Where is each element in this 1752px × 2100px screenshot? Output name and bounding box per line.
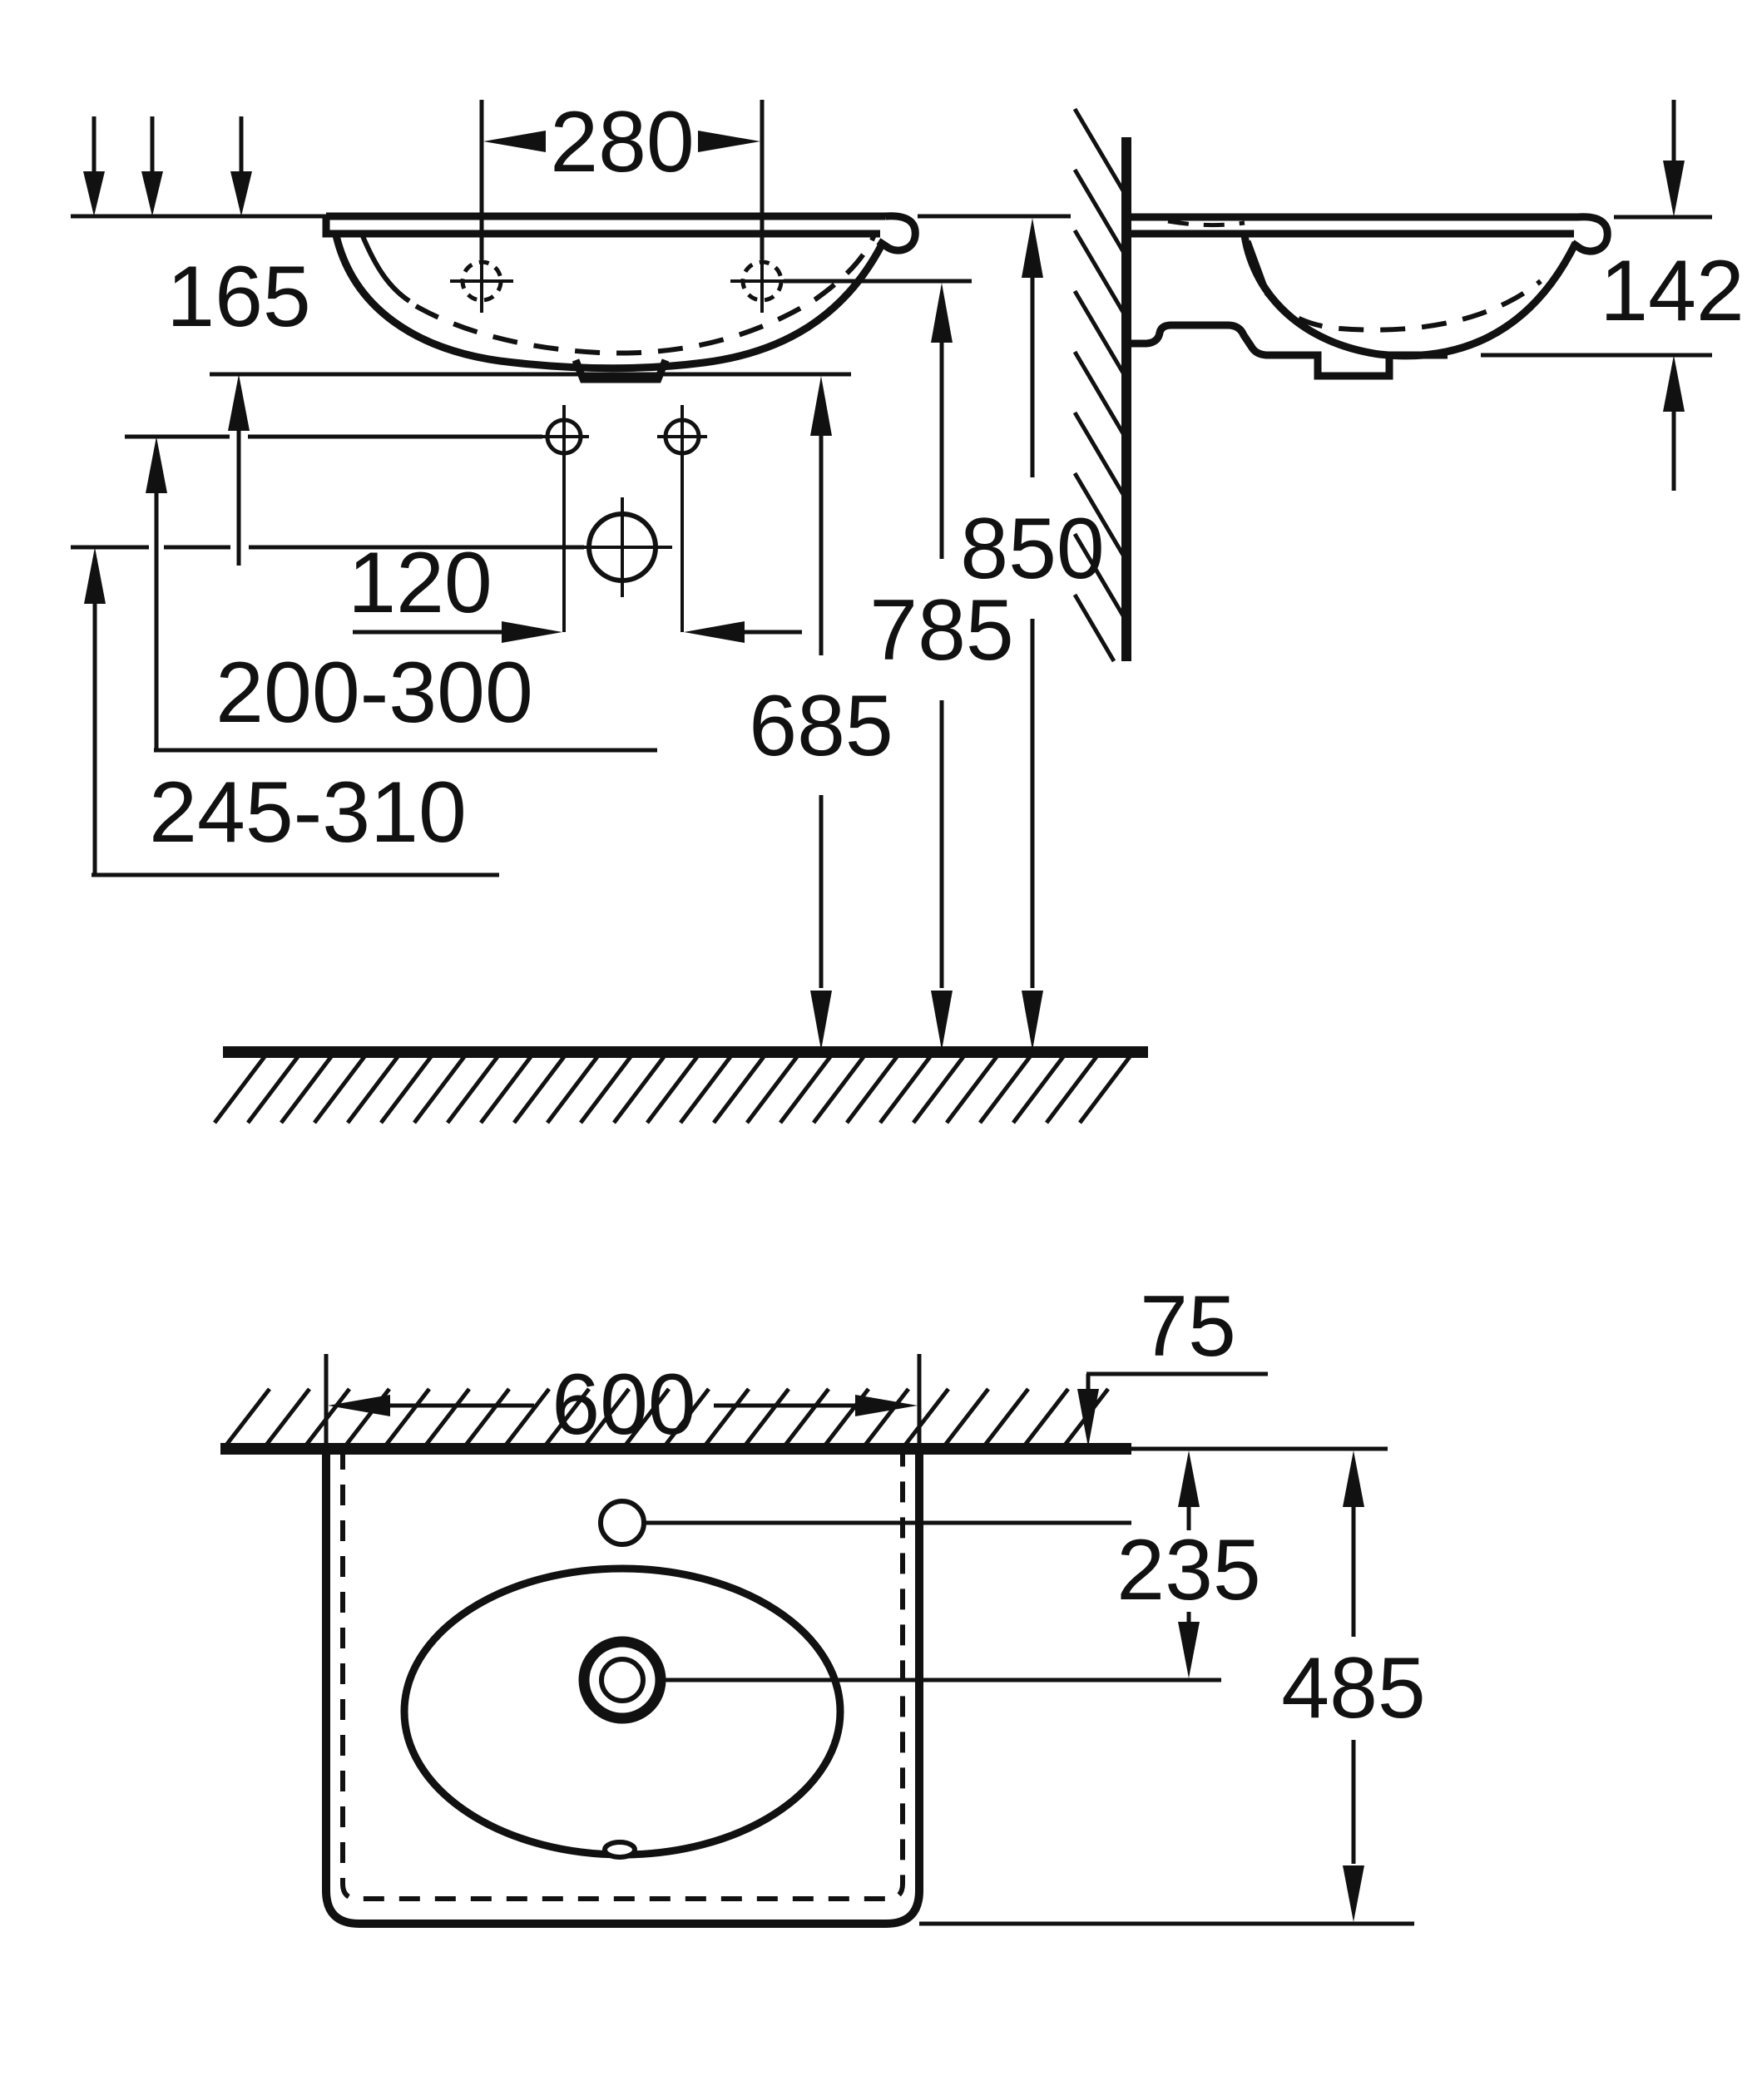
dim-label-280: 280 [550, 94, 695, 190]
arrow-tail-and-elbow [92, 604, 499, 877]
dim-label-120: 120 [348, 535, 492, 631]
arrowhead-up [1022, 218, 1043, 278]
extension-lines [324, 1354, 922, 1447]
dim-height-rim-850: 850 [960, 218, 1105, 1050]
dim-label-485: 485 [1281, 1640, 1426, 1737]
arrow-stems [92, 116, 244, 173]
arrowhead-left [483, 131, 546, 152]
arrowhead-up [1343, 1450, 1364, 1507]
dim-label-850: 850 [960, 501, 1105, 597]
arrowhead-up [228, 374, 250, 431]
basin-outline-plan [322, 1449, 923, 1928]
dim-label-142: 142 [1600, 243, 1745, 339]
dim-label-165: 165 [166, 249, 311, 345]
side-view: 142 [1072, 100, 1745, 663]
dim-label-600: 600 [552, 1356, 696, 1453]
rim-mounting-arrows [83, 116, 252, 216]
basin-rim-front [322, 212, 919, 254]
bowl-hidden-edge-side [1264, 279, 1542, 333]
arrowhead-up [931, 283, 953, 343]
dim-label-785: 785 [869, 582, 1014, 679]
arrowhead-up [84, 547, 106, 604]
fixing-hole-crosshair [539, 405, 589, 632]
tap-hole-plan [598, 1499, 646, 1547]
arrowhead-right [698, 131, 760, 152]
plan-view: 600 75 235 [220, 1278, 1426, 1928]
overflow-slot-plan [602, 1840, 637, 1860]
dim-basin-depth-142: 142 [1481, 100, 1745, 491]
bowl-hidden-edge-front [414, 231, 878, 356]
dim-wall-to-drain-235: 235 [1116, 1450, 1261, 1678]
fixing-hole-right [657, 405, 707, 632]
extension-lines [479, 100, 765, 259]
basin-bowl-outline-front [332, 234, 885, 373]
drain-stub-front [572, 358, 670, 383]
dim-label-685: 685 [749, 678, 893, 774]
dim-label-200-300: 200-300 [215, 645, 533, 741]
leader-elbow [1086, 1371, 1268, 1389]
arrowhead-down [810, 991, 832, 1050]
arrowhead-left [328, 1395, 390, 1416]
arrowhead-down [1663, 161, 1685, 217]
dim-fixing-hole-spacing: 120 [348, 535, 802, 643]
fixing-hole-crosshair [657, 405, 707, 632]
dim-label-235: 235 [1116, 1522, 1261, 1618]
rim-rear-hidden-edge [1167, 219, 1245, 228]
tap-hole-crosshair [450, 250, 513, 313]
arrowhead-down [931, 991, 953, 1050]
dim-wall-offset-75: 75 [1077, 1278, 1268, 1447]
dim-label-75: 75 [1140, 1278, 1236, 1375]
bowl-outline-plan [400, 1564, 844, 1859]
drain-outer-ring [578, 1636, 666, 1724]
tap-hole-left [450, 250, 513, 313]
arrowhead-down [1343, 1865, 1364, 1922]
arrowhead-down [230, 171, 252, 216]
drain-trap-circle [572, 497, 672, 597]
arrowhead-down [141, 171, 163, 216]
arrowhead-down [83, 171, 105, 216]
arrowhead-right [855, 1395, 918, 1416]
drain-plan [578, 1636, 666, 1724]
extension-lines [1481, 215, 1712, 358]
trap-crosshair [572, 497, 672, 597]
dim-tap-hole-spacing: 280 [479, 94, 765, 259]
basin-bowl-outline-side [1240, 235, 1580, 360]
arrowhead-down [1022, 991, 1043, 1050]
dim-depth-485: 485 [1281, 1450, 1426, 1922]
arrowhead-up [1178, 1450, 1200, 1507]
basin-rim-side [1126, 213, 1611, 255]
arrowhead-left [684, 621, 745, 643]
dim-label-245-310: 245-310 [149, 764, 467, 861]
arrowhead-up [1663, 355, 1685, 412]
arrowhead-right [502, 621, 562, 643]
front-view: 280 165 120 [71, 94, 1105, 1050]
basin-underside-side [1126, 321, 1448, 380]
dim-range-245-310: 245-310 [84, 547, 499, 877]
arrowhead-up [810, 376, 832, 436]
tap-hole-right [730, 250, 794, 313]
arrowhead-down [1178, 1622, 1200, 1678]
basin-hidden-outline-plan [340, 1449, 905, 1901]
arrowhead-up [146, 437, 167, 493]
tap-hole-crosshair [730, 250, 794, 313]
wall-hatching [1072, 107, 1129, 663]
floor [213, 1046, 1148, 1124]
dim-range-200-300: 200-300 [146, 437, 657, 753]
dim-height-outlet-685: 685 [749, 376, 893, 1050]
fixing-hole-left [539, 405, 589, 632]
bowl-rear-edge-side [1245, 240, 1269, 293]
dim-basin-height: 165 [166, 249, 311, 566]
floor-hatching [213, 1053, 1133, 1124]
dim-height-taps-785: 785 [869, 283, 1014, 1050]
arrowhead-down [1077, 1389, 1099, 1447]
bowl-inner-edge-front [360, 235, 411, 304]
arrow-tail-and-elbow [154, 493, 657, 753]
drain-inner-ring [599, 1657, 646, 1703]
dim-width-600: 600 [324, 1354, 922, 1453]
